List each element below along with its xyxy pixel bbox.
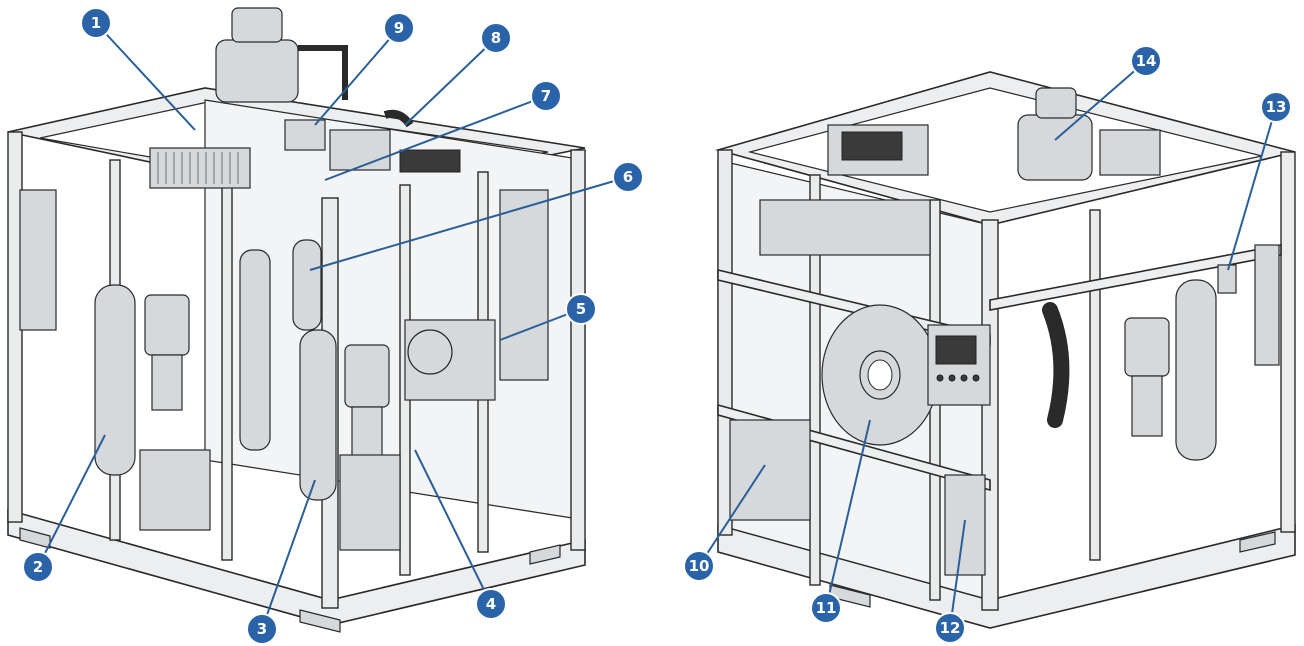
left-tank <box>299 329 337 501</box>
leader-line-9 <box>314 27 400 126</box>
callout-9: 9 <box>383 12 415 44</box>
callout-7-label: 7 <box>541 87 551 105</box>
right-tank <box>1175 279 1217 461</box>
right-sensor-box <box>1217 264 1237 294</box>
right-control-knob <box>936 374 944 382</box>
callout-1-label: 1 <box>91 14 101 32</box>
callout-8-label: 8 <box>491 29 501 47</box>
right-post-left <box>717 149 733 536</box>
leader-line-4 <box>414 449 492 605</box>
callout-8: 8 <box>480 22 512 54</box>
callout-13-label: 13 <box>1266 98 1287 116</box>
left-top-valve <box>284 119 326 151</box>
callout-11: 11 <box>810 592 842 624</box>
left-column <box>292 239 322 331</box>
left-post-mid <box>221 179 233 561</box>
left-skid-foot <box>19 527 51 549</box>
callout-3: 3 <box>246 613 278 645</box>
right-post-corner <box>981 219 999 611</box>
callout-1: 1 <box>80 7 112 39</box>
left-top-fan <box>215 39 299 103</box>
leader-lines <box>37 22 1277 630</box>
callout-13: 13 <box>1260 91 1292 123</box>
right-flywheel-bore <box>867 359 893 391</box>
leader-line-7 <box>324 95 547 181</box>
leader-line-12 <box>949 519 966 629</box>
leader-line-14 <box>1054 60 1147 141</box>
callout-4-label: 4 <box>486 595 496 613</box>
right-control-screen <box>935 335 977 365</box>
right-post-mid <box>809 174 821 586</box>
callout-10: 10 <box>683 550 715 582</box>
callout-2: 2 <box>22 551 54 583</box>
leader-line-2 <box>37 434 106 568</box>
left-unit-isometric-view <box>7 7 586 633</box>
callout-6-label: 6 <box>623 168 633 186</box>
callout-3-label: 3 <box>257 620 267 638</box>
left-reservoir <box>339 454 401 551</box>
right-pipe-elbow <box>1042 302 1070 428</box>
right-post-mid <box>1089 209 1101 561</box>
right-skid-foot <box>1239 531 1276 553</box>
left-column <box>239 249 271 451</box>
callout-9-label: 9 <box>394 19 404 37</box>
right-control-knob <box>972 374 980 382</box>
left-side-panel <box>499 189 549 381</box>
left-pump-body <box>151 354 183 411</box>
right-lower-panel <box>729 419 811 521</box>
left-cooler-fins <box>157 152 239 184</box>
callout-badges: 1 2 3 4 5 6 7 8 9 10 11 12 13 14 <box>22 7 1292 645</box>
right-control-knob <box>948 374 956 382</box>
left-skid-foot <box>529 544 561 565</box>
callout-12: 12 <box>934 612 966 644</box>
right-filter-regulator <box>1254 244 1280 366</box>
callout-14-label: 14 <box>1136 52 1157 70</box>
leader-line-13 <box>1227 106 1277 271</box>
left-pump-motor <box>144 294 190 356</box>
leader-line-10 <box>698 464 766 567</box>
leader-line-11 <box>825 419 871 609</box>
right-unit-isometric-view <box>715 71 1296 629</box>
left-skid-foot <box>299 609 341 633</box>
left-top-fan-motor <box>231 7 283 43</box>
right-control-knob <box>960 374 968 382</box>
left-top-grille <box>399 149 461 173</box>
right-top-fan-motor <box>1035 87 1077 119</box>
right-post-right <box>1280 151 1296 533</box>
callout-4: 4 <box>475 588 507 620</box>
leader-line-8 <box>404 37 497 126</box>
left-canister <box>139 449 211 531</box>
left-side-cabinet <box>19 189 57 331</box>
leader-line-6 <box>309 176 629 271</box>
right-top-grille <box>841 131 903 161</box>
callout-11-label: 11 <box>816 599 837 617</box>
leader-line-1 <box>95 22 196 131</box>
callout-10-label: 10 <box>689 557 710 575</box>
leader-line-3 <box>261 479 316 630</box>
callout-5-label: 5 <box>576 300 586 318</box>
left-post-right <box>570 149 586 551</box>
callout-14: 14 <box>1130 45 1162 77</box>
left-top-manifold <box>329 129 391 171</box>
callout-12-label: 12 <box>940 619 961 637</box>
right-pump-motor <box>1124 317 1170 377</box>
right-rail <box>989 244 1282 311</box>
left-tank <box>94 284 136 476</box>
left-pump-motor <box>344 344 390 408</box>
right-top-housing <box>1099 129 1161 176</box>
right-control-rack <box>759 199 931 256</box>
left-blower-wheel <box>407 329 453 375</box>
callout-2-label: 2 <box>33 558 43 576</box>
callout-7: 7 <box>530 80 562 112</box>
right-top-fan <box>1017 114 1093 181</box>
left-top-pipe <box>298 45 348 100</box>
callout-6: 6 <box>612 161 644 193</box>
left-pump-body <box>351 406 383 463</box>
right-pump-body <box>1131 375 1163 437</box>
callout-5: 5 <box>565 293 597 325</box>
left-top-cooler <box>149 147 251 189</box>
